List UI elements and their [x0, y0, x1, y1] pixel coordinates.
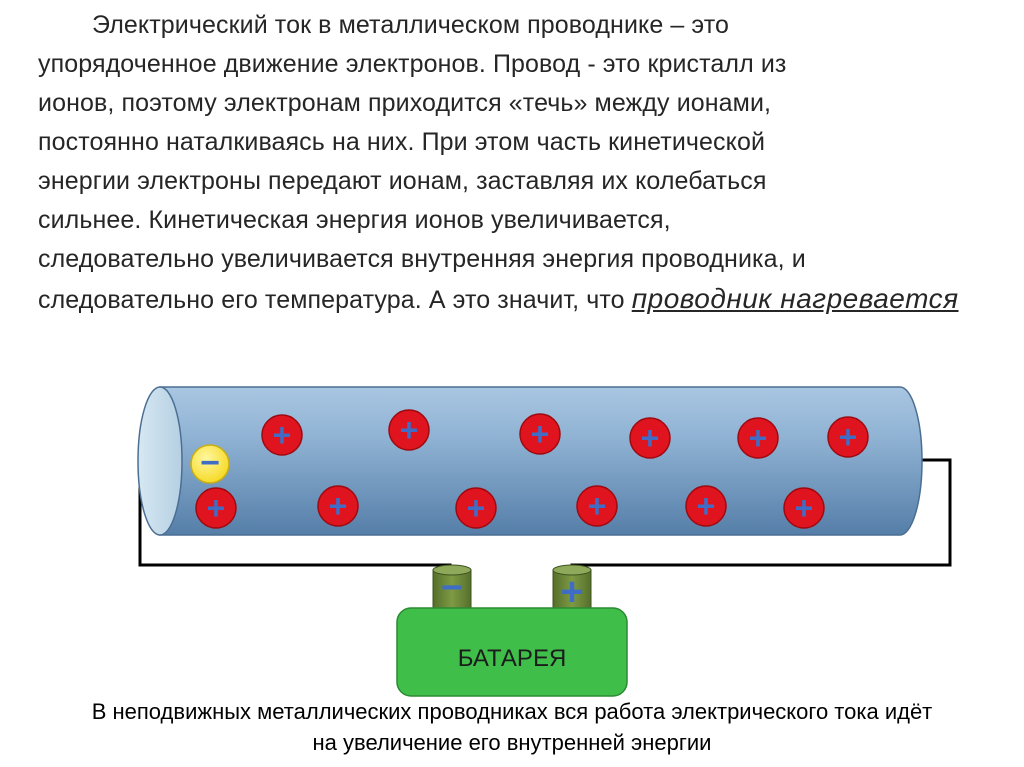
ion: + — [317, 485, 359, 527]
text-line: постоянно наталкиваясь на них. При этом … — [38, 128, 766, 156]
text-line: следовательно увеличивается внутренняя э… — [38, 245, 806, 273]
battery-negative-sign: − — [441, 567, 463, 609]
battery-terminal-positive: + — [552, 564, 592, 614]
ion-sign: + — [273, 417, 292, 453]
ion: + — [519, 413, 561, 455]
footer-note: В неподвижных металлических проводниках … — [0, 696, 1024, 758]
main-paragraph: Электрический ток в металлическом провод… — [38, 6, 988, 320]
footer-line: В неподвижных металлических проводниках … — [91, 699, 933, 724]
ion-sign: + — [207, 490, 226, 526]
ion-sign: + — [467, 490, 486, 526]
ion: + — [827, 416, 869, 458]
emphasis-text: проводник нагревается — [631, 283, 959, 314]
ion: + — [261, 414, 303, 456]
ion-sign: + — [588, 488, 607, 524]
electron-sign: − — [200, 444, 220, 482]
electron: − — [190, 444, 230, 484]
ion: + — [629, 417, 671, 459]
ion-sign: + — [641, 420, 660, 456]
text-line: ионов, поэтому электронам приходится «те… — [38, 89, 772, 117]
battery: − + БАТАРЕЯ — [396, 564, 628, 697]
text-line: Электрический ток в металлическом провод… — [92, 11, 730, 39]
battery-positive-sign: + — [560, 570, 583, 614]
ion: + — [685, 485, 727, 527]
ion-sign: + — [749, 420, 768, 456]
ion-sign: + — [329, 488, 348, 524]
battery-terminal-negative: − — [432, 564, 472, 613]
ion: + — [737, 417, 779, 459]
text-line: сильнее. Кинетическая энергия ионов увел… — [38, 206, 671, 234]
electron-layer: − — [190, 444, 230, 484]
ion: + — [455, 487, 497, 529]
ions-layer: + + + + + + + + + + + + — [195, 409, 869, 529]
ion: + — [576, 485, 618, 527]
ion: + — [388, 409, 430, 451]
ion-sign: + — [531, 416, 550, 452]
footer-line: на увеличение его внутренней энергии — [312, 730, 712, 755]
ion: + — [195, 487, 237, 529]
ion-sign: + — [795, 490, 814, 526]
cylinder-cap — [137, 386, 183, 536]
battery-body — [396, 607, 628, 697]
ion-sign: + — [697, 488, 716, 524]
text-line: следовательно его температура. А это зна… — [38, 286, 625, 314]
text-line: упорядоченное движение электронов. Прово… — [38, 50, 787, 78]
ion-sign: + — [839, 419, 858, 455]
text-line: энергии электроны передают ионам, застав… — [38, 167, 767, 195]
ion-sign: + — [400, 412, 419, 448]
ion: + — [783, 487, 825, 529]
battery-label: БАТАРЕЯ — [458, 645, 567, 672]
